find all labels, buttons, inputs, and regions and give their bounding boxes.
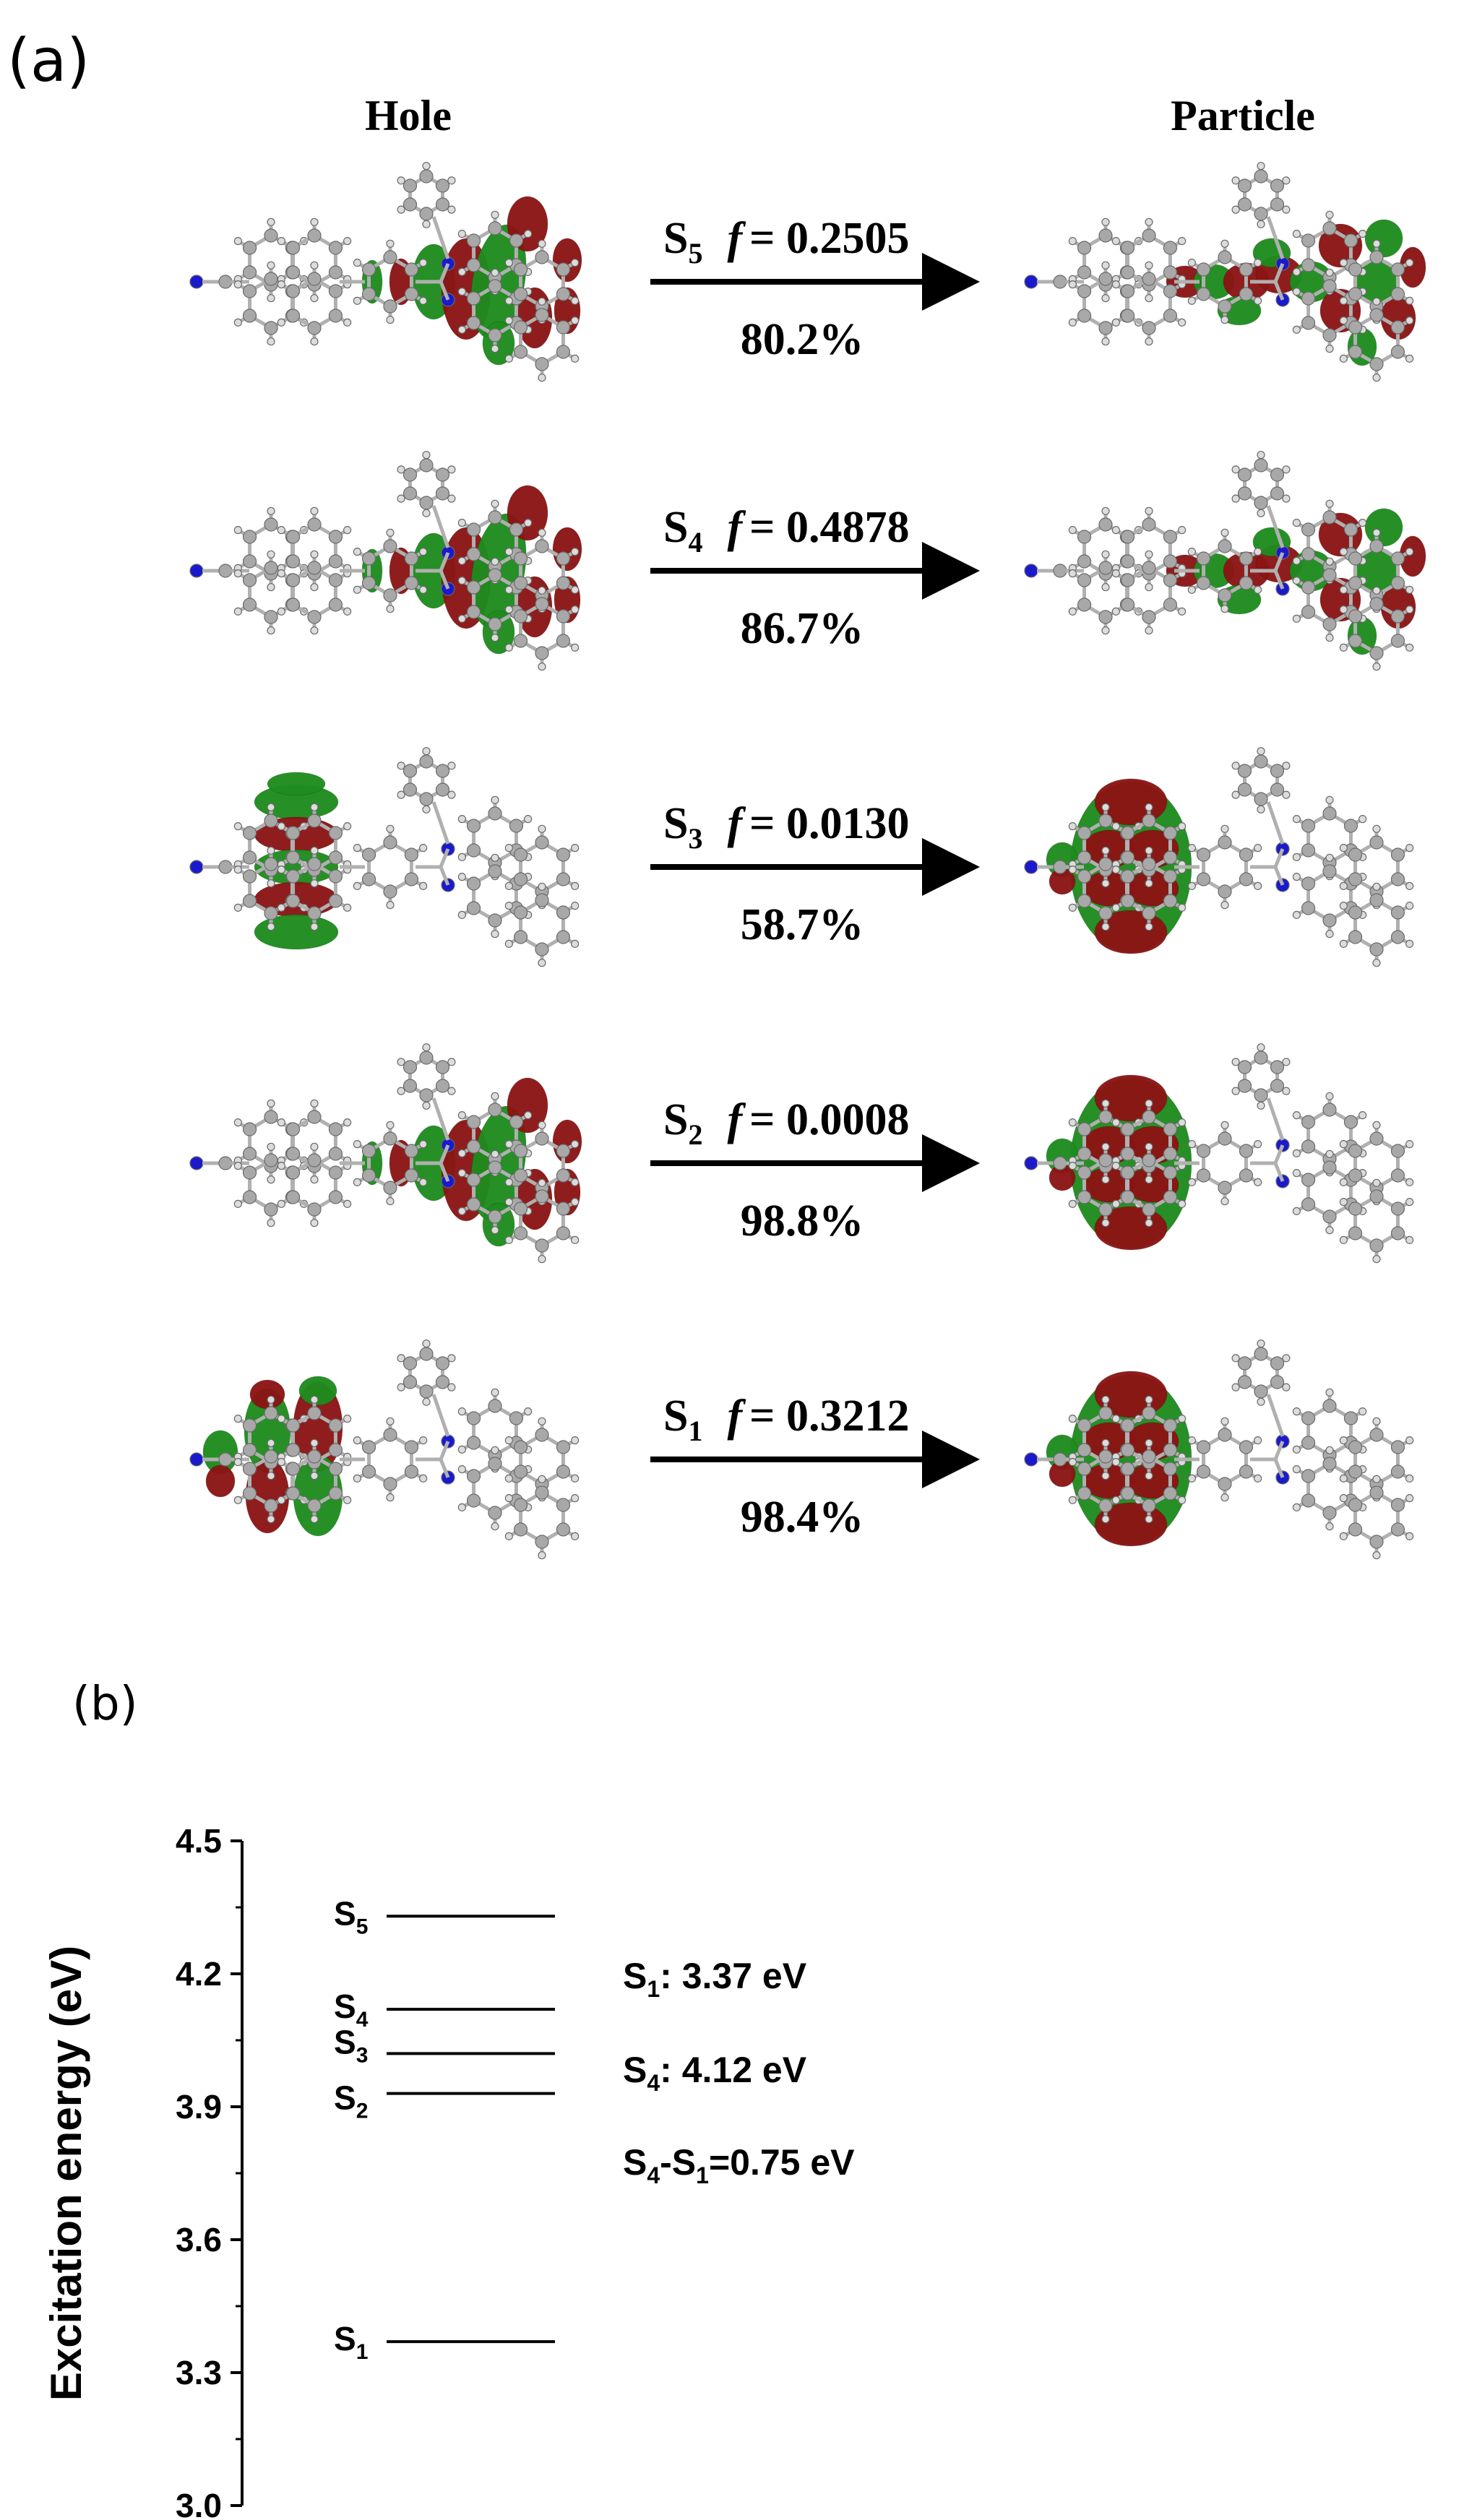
y-tick-label: 3.3 <box>176 2354 222 2391</box>
transition-percent: 98.8% <box>741 1196 864 1246</box>
transition-percent: 98.4% <box>741 1493 864 1542</box>
energy-level-label: S5 <box>334 1894 368 1938</box>
y-axis-label: Excitation energy (eV) <box>42 1946 90 2401</box>
energy-level-label: S3 <box>334 2023 368 2067</box>
energy-annotation: S1: 3.37 eV <box>623 1956 807 2002</box>
hole-molecule <box>189 162 582 382</box>
y-tick-label: 3.6 <box>176 2221 222 2258</box>
transition-percent: 80.2% <box>741 315 864 364</box>
y-tick-label: 4.2 <box>176 1955 222 1993</box>
hole-molecule <box>189 747 580 967</box>
panel-a-label: (a) <box>7 27 90 95</box>
hole-molecule <box>189 1043 582 1264</box>
particle-header: Particle <box>1171 92 1315 139</box>
y-tick-label: 4.5 <box>176 1822 222 1860</box>
energy-annotation: S4-S1=0.75 eV <box>623 2142 855 2188</box>
particle-molecule <box>1024 747 1414 967</box>
particle-molecule <box>1024 162 1426 382</box>
particle-molecule <box>1024 1043 1414 1264</box>
particle-molecule <box>1024 451 1426 671</box>
energy-annotations: S1: 3.37 eV S4: 4.12 eV S4-S1=0.75 eV <box>623 1956 855 2188</box>
particle-molecule <box>1024 1339 1414 1560</box>
y-tick-label: 3.9 <box>176 2088 222 2126</box>
hole-header: Hole <box>365 92 452 139</box>
panel-b-label: (b) <box>72 1678 138 1731</box>
hole-molecule <box>189 451 582 671</box>
y-tick-label: 3.0 <box>176 2487 222 2520</box>
energy-annotation: S4: 4.12 eV <box>623 2050 807 2096</box>
transition-percent: 86.7% <box>741 604 864 653</box>
hole-molecule <box>189 1339 580 1560</box>
energy-level-label: S1 <box>334 2320 368 2364</box>
energy-level-label: S2 <box>334 2079 368 2123</box>
transition-percent: 58.7% <box>741 900 864 949</box>
energy-level-label: S4 <box>334 1988 369 2032</box>
